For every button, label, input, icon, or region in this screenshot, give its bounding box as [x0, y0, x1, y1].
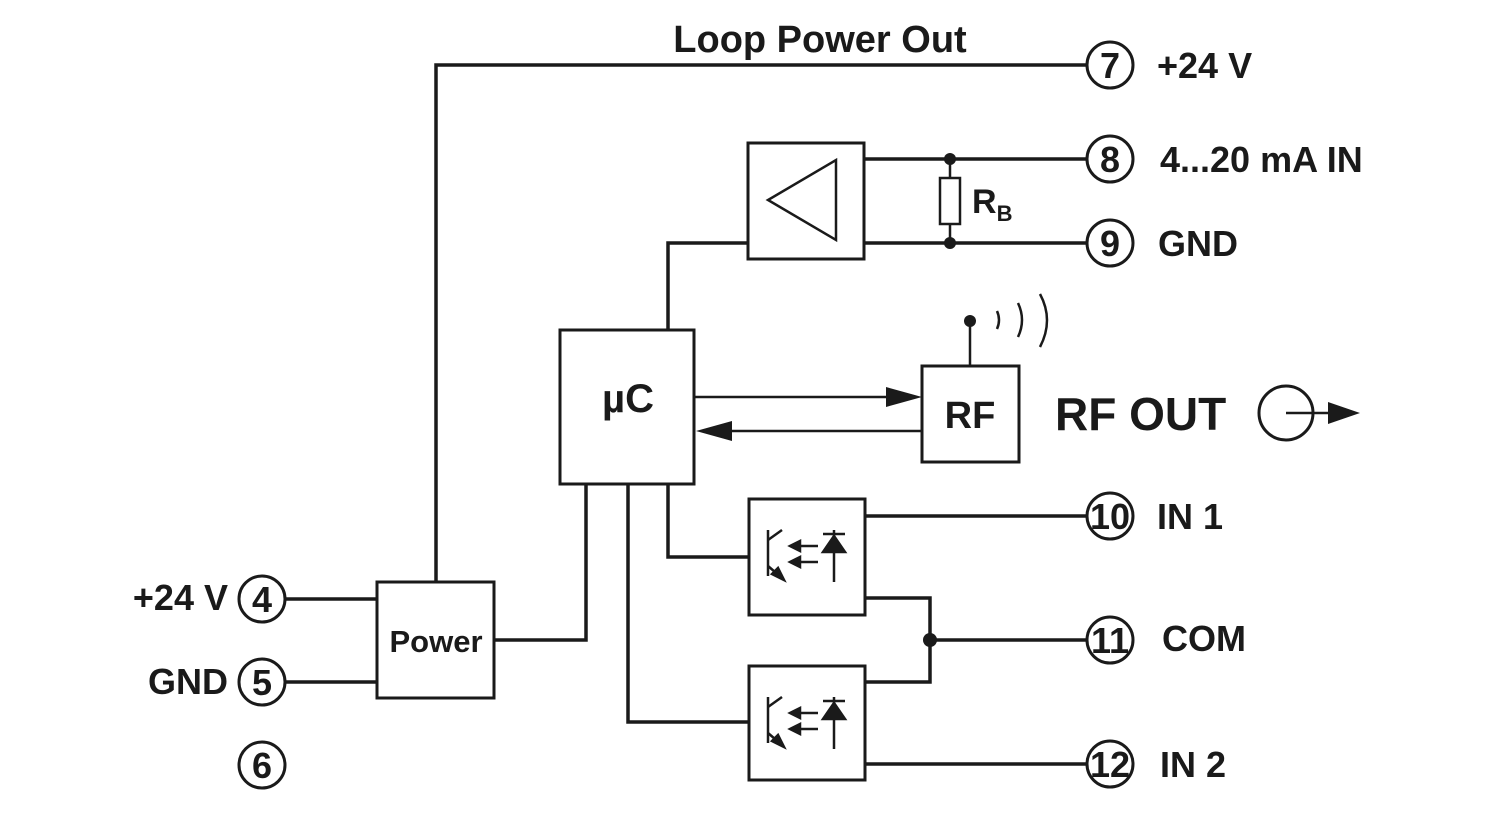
terminal-5-number: 5: [252, 662, 272, 703]
terminal-7: 7: [1085, 40, 1135, 90]
rf-block: RF: [920, 364, 1021, 464]
terminal-12-label: IN 2: [1160, 744, 1226, 785]
power-label: Power: [389, 624, 482, 659]
terminal-10-number: 10: [1090, 496, 1130, 537]
mcu-label: µC: [602, 377, 654, 421]
resistor-icon: [938, 153, 962, 249]
mcu-block: µC: [558, 328, 696, 486]
amplifier-block: [746, 141, 866, 261]
terminal-8: 8: [1085, 134, 1135, 184]
terminal-9: 9: [1085, 218, 1135, 268]
terminal-8-label: 4...20 mA IN: [1160, 139, 1363, 180]
terminal-7-number: 7: [1100, 45, 1120, 86]
terminal-6: 6: [237, 740, 287, 790]
wire-amplifier-mcu: [666, 241, 748, 330]
antenna-icon: [964, 293, 1049, 366]
amplifier-icon: [765, 157, 838, 243]
terminal-4-label: +24 V: [133, 577, 228, 618]
terminal-6-number: 6: [252, 745, 272, 786]
resistor-label: RB: [972, 183, 1012, 226]
terminal-11-number: 11: [1091, 620, 1129, 661]
wire-mcu-opto1: [666, 484, 749, 559]
terminal-11-label: COM: [1162, 618, 1246, 659]
diagram-title: Loop Power Out: [673, 19, 967, 61]
rf-output-icon: [1257, 384, 1360, 442]
wire-power-mcu: [494, 484, 588, 642]
loop-power-wire: [434, 63, 1087, 582]
rf-to-mcu-arrowhead: [696, 421, 732, 441]
wire-mcu-opto2: [626, 484, 749, 724]
terminal-5-label: GND: [148, 661, 228, 702]
terminal-5: 5: [237, 657, 287, 707]
optocoupler-icon: [766, 528, 848, 583]
terminal-12-number: 12: [1090, 744, 1130, 785]
terminal-12: 12: [1085, 739, 1135, 789]
terminal-8-number: 8: [1100, 139, 1120, 180]
optocoupler-2: [747, 664, 867, 782]
rf-out-label: RF OUT: [1055, 388, 1226, 440]
terminal-10-label: IN 1: [1157, 496, 1223, 537]
terminal-9-label: GND: [1158, 223, 1238, 264]
mcu-to-rf-arrowhead: [886, 387, 922, 407]
rf-label: RF: [945, 395, 996, 437]
terminal-11: 11: [1085, 615, 1135, 665]
terminal-4-number: 4: [252, 579, 272, 620]
optocoupler-1: [747, 497, 867, 617]
terminal-7-label: +24 V: [1157, 45, 1252, 86]
terminal-4: 4: [237, 574, 287, 624]
terminal-9-number: 9: [1100, 223, 1120, 264]
optocoupler-icon: [766, 695, 848, 750]
com-junction: [923, 633, 937, 647]
terminal-10: 10: [1085, 491, 1135, 541]
wire-opto1-com: [865, 596, 932, 684]
power-block: Power: [375, 580, 496, 700]
